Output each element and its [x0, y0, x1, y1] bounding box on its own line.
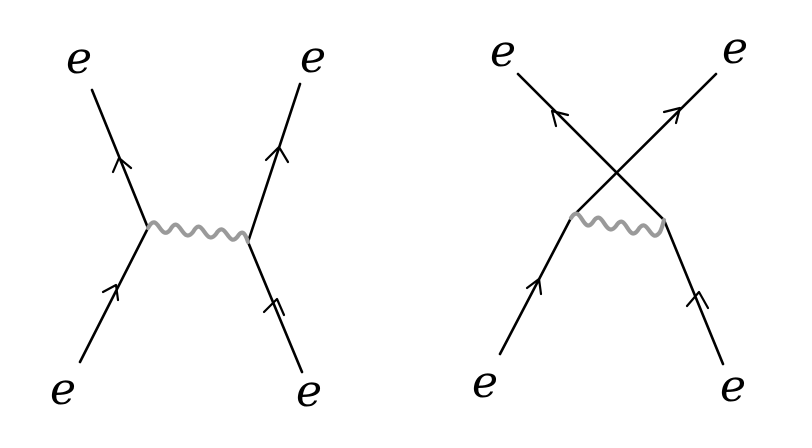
label-bottom-left: e — [472, 357, 498, 408]
arrow-icon — [685, 290, 710, 310]
arrow-icon — [550, 109, 570, 128]
label-bottom-right: e — [720, 361, 746, 412]
label-top-right: e — [300, 32, 326, 83]
crossing-electron-to-top-left — [516, 72, 666, 222]
label-bottom-right: e — [296, 366, 322, 417]
label-top-left: e — [490, 26, 516, 77]
diagram-u-channel: e e e e — [472, 23, 748, 412]
diagram-t-channel: e e e e — [50, 32, 326, 417]
crossing-electron-to-top-right — [569, 72, 718, 220]
arrow-icon — [101, 283, 120, 302]
arrow-icon — [262, 297, 286, 317]
incoming-electron-left — [498, 216, 573, 356]
label-top-left: e — [66, 33, 92, 84]
arrow-icon — [264, 145, 290, 164]
incoming-electron-left — [78, 226, 150, 364]
photon-propagator — [145, 220, 251, 245]
arrow-icon — [662, 106, 682, 125]
outgoing-electron-right — [246, 82, 302, 244]
incoming-electron-right — [662, 218, 725, 366]
label-top-right: e — [722, 23, 748, 74]
photon-propagator — [568, 211, 667, 238]
incoming-electron-right — [246, 240, 304, 374]
label-bottom-left: e — [50, 364, 76, 415]
arrow-icon — [525, 277, 543, 296]
arrow-icon — [111, 156, 133, 174]
